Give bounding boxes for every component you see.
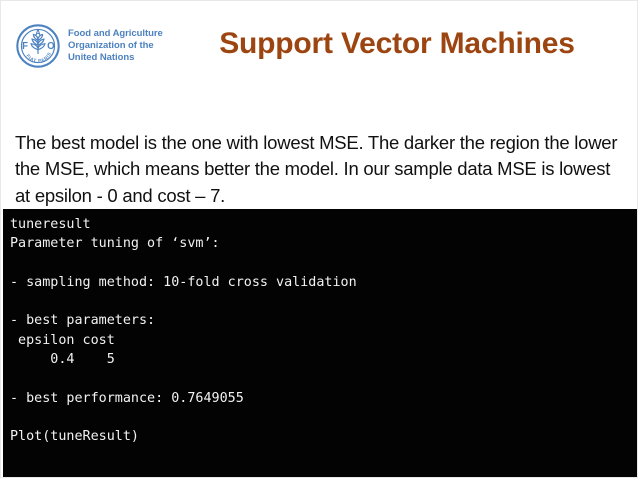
svg-text:F: F [22, 41, 28, 52]
fao-logo: F A O FIAT PANIS Food and Agriculture Or… [15, 23, 163, 69]
fao-wordmark-line-1: Food and Agriculture [68, 27, 163, 39]
fao-wordmark: Food and Agriculture Organization of the… [68, 28, 163, 65]
console-output-block: tuneresult Parameter tuning of ‘svm’: - … [3, 209, 637, 477]
fao-wordmark-line-2: Organization of the [68, 39, 154, 51]
svg-text:FIAT PANIS: FIAT PANIS [25, 51, 52, 63]
page-title: Support Vector Machines [219, 27, 575, 60]
slide-header: F A O FIAT PANIS Food and Agriculture Or… [1, 1, 637, 93]
svg-text:O: O [47, 41, 55, 52]
svg-text:A: A [35, 28, 41, 37]
fao-emblem-icon: F A O FIAT PANIS [16, 24, 60, 68]
console-output-text: tuneresult Parameter tuning of ‘svm’: - … [10, 217, 357, 445]
body-paragraph: The best model is the one with lowest MS… [15, 131, 618, 206]
fao-wordmark-line-3: United Nations [68, 52, 135, 64]
